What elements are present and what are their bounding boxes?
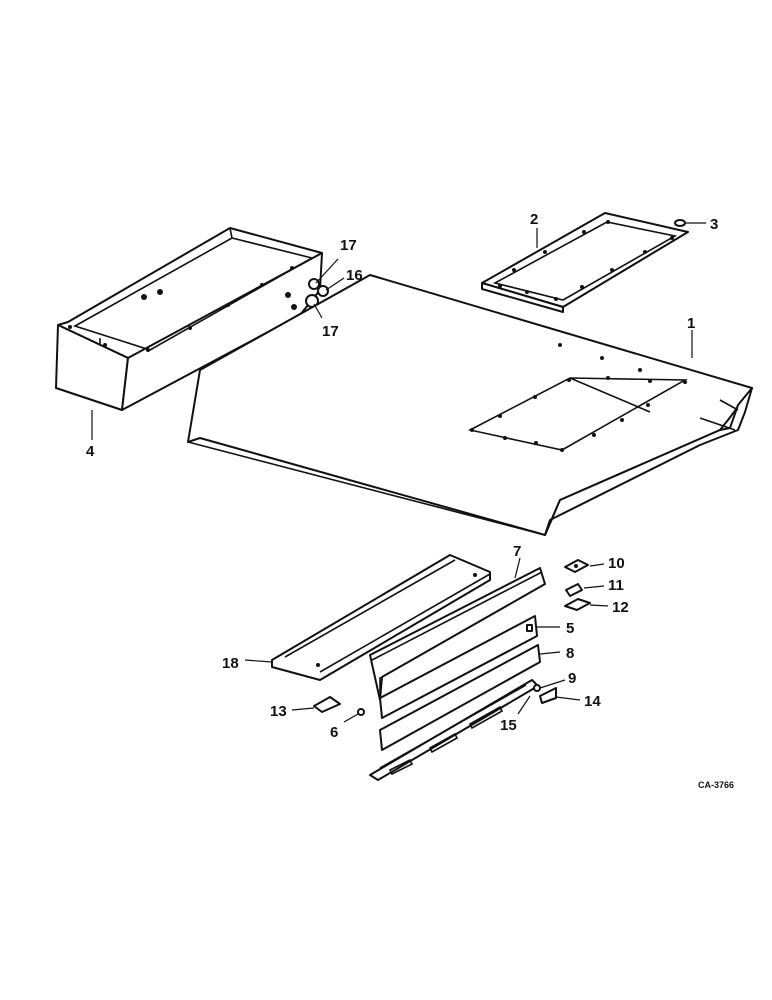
- callout-2: 2: [530, 211, 538, 228]
- callout-7: 7: [513, 543, 521, 560]
- part-9-washer: [533, 684, 541, 692]
- leader-lines: [91, 222, 706, 723]
- part-7-long-panel: [369, 567, 546, 701]
- callout-3: 3: [710, 216, 718, 233]
- part-8-strip: [379, 644, 541, 751]
- drawing-code: CA-3766: [698, 780, 734, 790]
- callout-5: 5: [566, 620, 574, 637]
- callout-16: 16: [346, 267, 363, 284]
- part-10-clip: [564, 559, 589, 573]
- callout-9: 9: [568, 670, 576, 687]
- callout-11: 11: [608, 577, 624, 594]
- callout-14: 14: [584, 693, 601, 710]
- part-6-bolt: [357, 708, 365, 716]
- part-14-bracket: [539, 687, 557, 704]
- callout-15: 15: [500, 717, 517, 734]
- callout-18: 18: [222, 655, 239, 672]
- part-4-tray: [55, 227, 323, 411]
- part-18-channel: [271, 554, 491, 681]
- part-1-main-cover: [187, 274, 753, 536]
- callout-13: 13: [270, 703, 287, 720]
- part-12-plate: [564, 598, 591, 611]
- callout-10: 10: [608, 555, 625, 572]
- callout-17-lower: 17: [322, 323, 339, 340]
- part-2-panel: [481, 212, 689, 313]
- callout-1: 1: [687, 315, 695, 332]
- callout-17-upper: 17: [340, 237, 357, 254]
- callout-6: 6: [330, 724, 338, 741]
- part-5-strip: [379, 615, 538, 719]
- part-13-bracket: [313, 696, 341, 713]
- callout-labels: 1 2 3 4 5 6 7 8 9 10 11 12 13 14 15 16 1…: [86, 211, 718, 741]
- part-11-plate: [565, 583, 583, 597]
- callout-12: 12: [612, 599, 629, 616]
- callout-4: 4: [86, 443, 95, 460]
- callout-8: 8: [566, 645, 574, 662]
- part-3-screw: [674, 219, 686, 227]
